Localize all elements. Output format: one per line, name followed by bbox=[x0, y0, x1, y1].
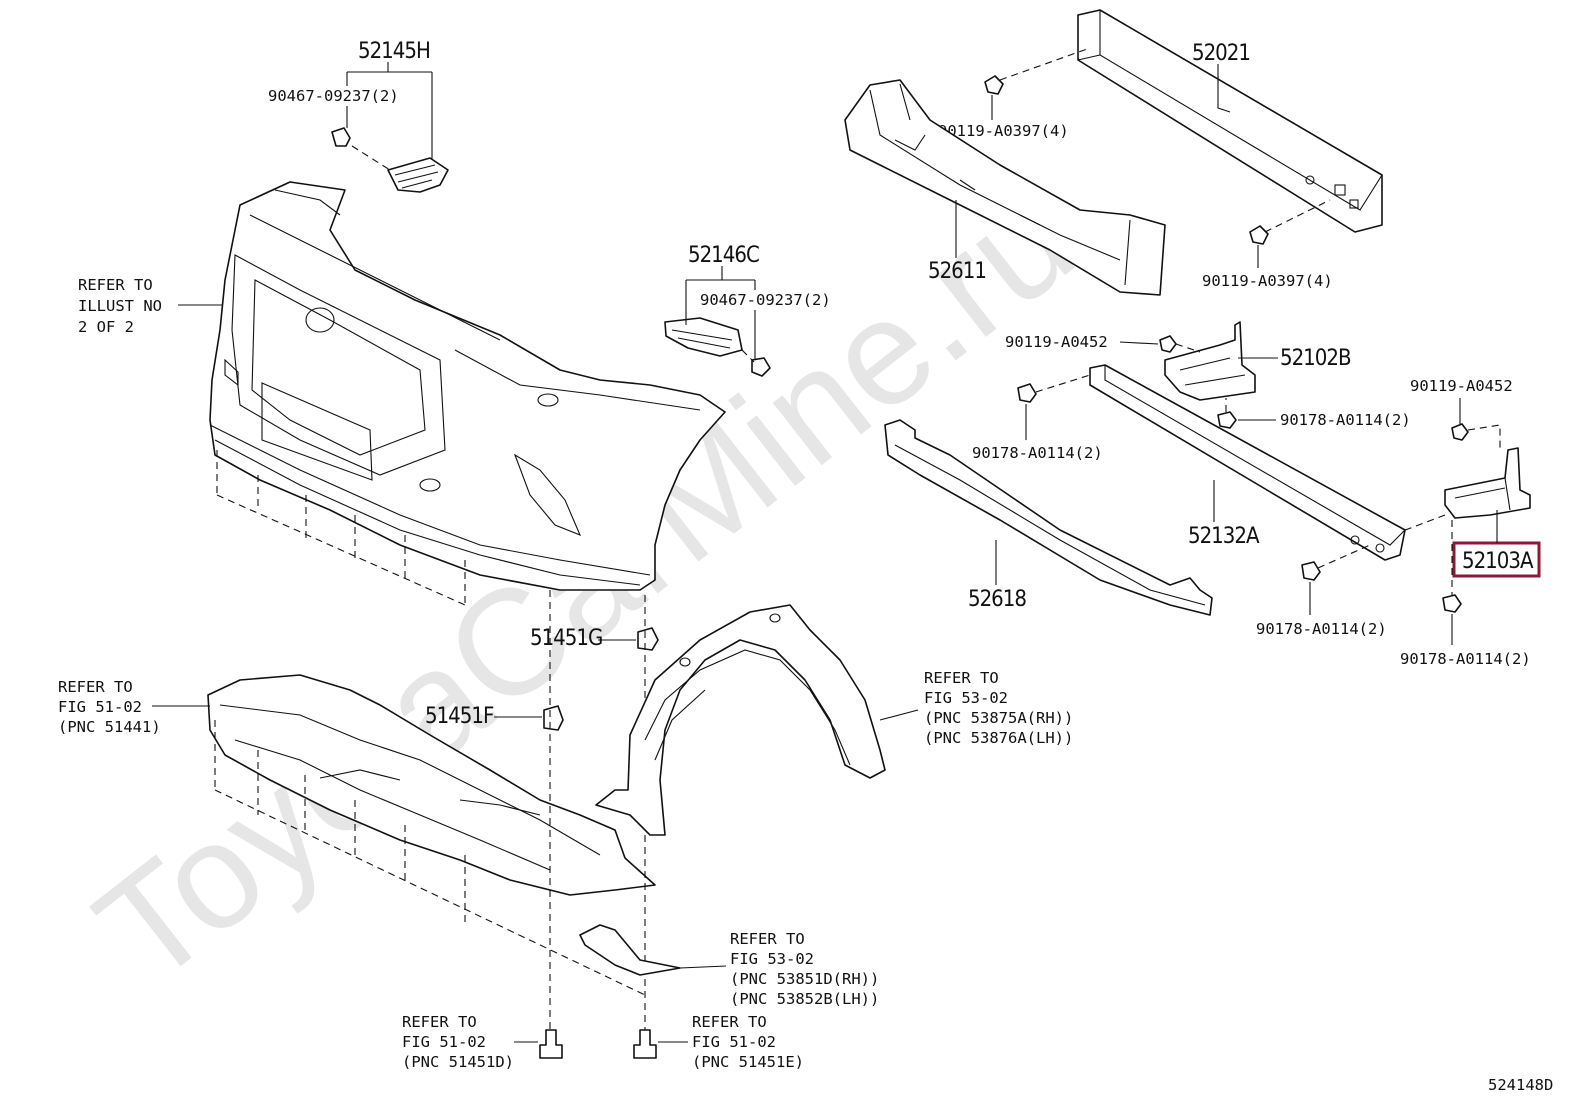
engine-under-cover[interactable] bbox=[207, 674, 656, 896]
refer-d-line2: FIG 51-02 bbox=[402, 1033, 486, 1051]
bolt-90119-A0397-lower[interactable] bbox=[1249, 225, 1269, 245]
part-52132A-lower-reinforcement[interactable] bbox=[1089, 364, 1406, 561]
bolt-90119-A0397-upper[interactable] bbox=[984, 75, 1004, 95]
refer-seal-line1: REFER TO bbox=[730, 930, 805, 948]
refer-d-line1: REFER TO bbox=[402, 1013, 477, 1031]
bolt-52146C[interactable] bbox=[741, 349, 771, 377]
refer-illust-line2: ILLUST NO bbox=[78, 297, 162, 315]
clip-51451G[interactable] bbox=[637, 627, 659, 651]
refer-e-line3: (PNC 51451E) bbox=[692, 1053, 804, 1071]
nut-90178-A0114-upper-right[interactable] bbox=[1217, 411, 1237, 429]
refer-liner-line1: REFER TO bbox=[924, 669, 999, 687]
label-52103A[interactable]: 52103A bbox=[1462, 549, 1535, 574]
refer-illust-line3: 2 OF 2 bbox=[78, 318, 134, 336]
label-52618: 52618 bbox=[968, 587, 1026, 612]
label-90119-A0397-b: 90119-A0397(4) bbox=[1202, 272, 1333, 290]
label-90178-A0114-a: 90178-A0114(2) bbox=[1280, 411, 1411, 429]
part-52146C-bracket[interactable] bbox=[664, 317, 743, 357]
front-bumper-cover[interactable] bbox=[209, 181, 726, 591]
leader-52145H bbox=[346, 62, 433, 160]
label-90178-A0114-c: 90178-A0114(2) bbox=[1256, 620, 1387, 638]
nut-90178-A0114-lower-right[interactable] bbox=[1442, 594, 1462, 613]
front-seal[interactable] bbox=[579, 924, 681, 976]
refer-liner-line3: (PNC 53875A(RH)) bbox=[924, 709, 1073, 727]
part-52145H-bracket[interactable] bbox=[387, 157, 449, 193]
bolt-90119-A0452-lower[interactable] bbox=[1451, 423, 1469, 441]
part-52103A-bracket[interactable] bbox=[1444, 447, 1531, 519]
under-cover-drop-lines bbox=[214, 720, 646, 996]
label-52102B: 52102B bbox=[1280, 346, 1351, 371]
refer-d-line3: (PNC 51451D) bbox=[402, 1053, 514, 1071]
label-52146C: 52146C bbox=[688, 243, 759, 268]
label-90119-A0397-a: 90119-A0397(4) bbox=[938, 122, 1069, 140]
label-51451F: 51451F bbox=[425, 704, 494, 729]
bumper-drop-lines bbox=[216, 450, 466, 606]
part-52021-reinforcement[interactable] bbox=[1077, 9, 1383, 233]
label-52132A: 52132A bbox=[1188, 524, 1260, 549]
refer-e-line2: FIG 51-02 bbox=[692, 1033, 776, 1051]
label-90178-A0114-b: 90178-A0114(2) bbox=[972, 444, 1103, 462]
bolt-90119-A0452-upper[interactable] bbox=[1159, 335, 1177, 353]
bolt-52145H[interactable] bbox=[331, 127, 391, 171]
nut-90178-A0114-upper-left[interactable] bbox=[1017, 383, 1037, 403]
refer-e-line1: REFER TO bbox=[692, 1013, 767, 1031]
label-90467-09237-b: 90467-09237(2) bbox=[700, 291, 831, 309]
clip-51451F[interactable] bbox=[543, 705, 564, 731]
label-90178-A0114-d: 90178-A0114(2) bbox=[1400, 650, 1531, 668]
fender-liner[interactable] bbox=[595, 604, 886, 836]
diagram-id: 524148D bbox=[1488, 1076, 1553, 1094]
screw-51451E[interactable] bbox=[633, 1029, 657, 1059]
label-90119-A0452-b: 90119-A0452 bbox=[1410, 377, 1513, 395]
label-52021: 52021 bbox=[1192, 41, 1250, 66]
nut-90178-A0114-lower-left[interactable] bbox=[1301, 561, 1321, 581]
label-51451G: 51451G bbox=[530, 626, 602, 651]
label-52611: 52611 bbox=[928, 259, 986, 284]
part-52618-lower-absorber[interactable] bbox=[884, 419, 1213, 616]
label-90467-09237-a: 90467-09237(2) bbox=[268, 87, 399, 105]
refer-illust-line1: REFER TO bbox=[78, 276, 153, 294]
label-52145H: 52145H bbox=[358, 39, 430, 64]
part-52102B-bracket[interactable] bbox=[1164, 321, 1256, 401]
refer-liner-line2: FIG 53-02 bbox=[924, 689, 1008, 707]
refer-51441-line1: REFER TO bbox=[58, 678, 133, 696]
refer-seal-line3: (PNC 53851D(RH)) bbox=[730, 970, 879, 988]
refer-51441-line3: (PNC 51441) bbox=[58, 718, 161, 736]
screw-51451D[interactable] bbox=[539, 1029, 563, 1059]
refer-liner-line4: (PNC 53876A(LH)) bbox=[924, 729, 1073, 747]
label-90119-A0452-a: 90119-A0452 bbox=[1005, 333, 1108, 351]
refer-seal-line4: (PNC 53852B(LH)) bbox=[730, 990, 879, 1008]
refer-51441-line2: FIG 51-02 bbox=[58, 698, 142, 716]
refer-seal-line2: FIG 53-02 bbox=[730, 950, 814, 968]
part-52611-absorber[interactable] bbox=[844, 79, 1166, 296]
